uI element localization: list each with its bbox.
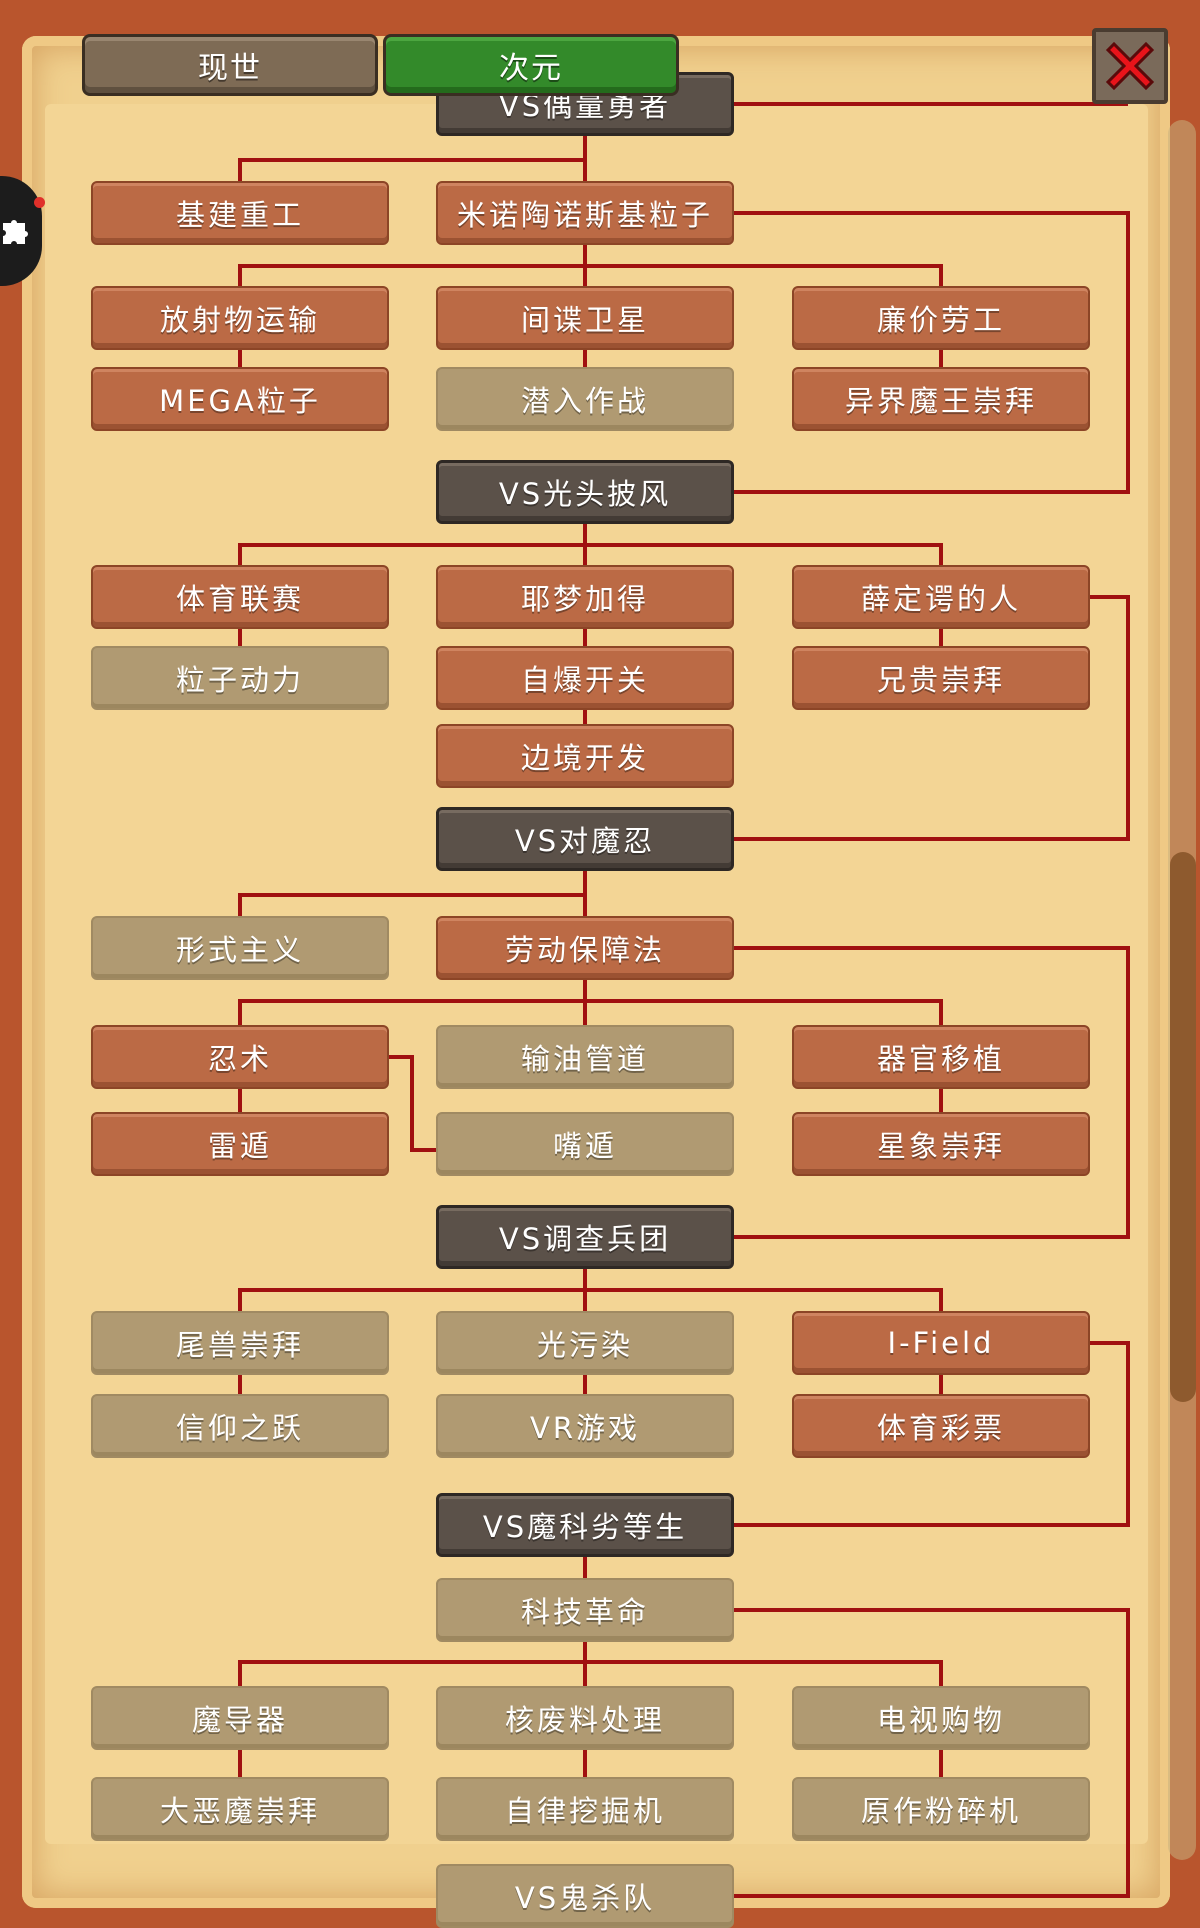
puzzle-icon bbox=[3, 220, 28, 244]
tech-node-n12[interactable]: 薛定谔的人 bbox=[792, 565, 1090, 629]
connector-line bbox=[734, 595, 1130, 841]
tech-node-n7[interactable]: 潜入作战 bbox=[436, 367, 734, 431]
tech-node-n21[interactable]: 输油管道 bbox=[436, 1025, 734, 1089]
connector-line bbox=[585, 999, 943, 1025]
connector-line bbox=[238, 871, 587, 916]
tech-node-n15[interactable]: 兄贵崇拜 bbox=[792, 646, 1090, 710]
tech-node-n22[interactable]: 器官移植 bbox=[792, 1025, 1090, 1089]
close-button[interactable] bbox=[1092, 28, 1168, 104]
tech-node-n19[interactable]: 劳动保障法 bbox=[436, 916, 734, 980]
tech-node-n23[interactable]: 雷遁 bbox=[91, 1112, 389, 1176]
connector-line bbox=[734, 211, 1130, 494]
tech-node-n34[interactable]: 科技革命 bbox=[436, 1578, 734, 1642]
scrollbar-thumb[interactable] bbox=[1170, 852, 1196, 1402]
connector-line bbox=[238, 980, 587, 1025]
boss-node-n9[interactable]: VS光头披风 bbox=[436, 460, 734, 524]
tech-node-n5[interactable]: 廉价劳工 bbox=[792, 286, 1090, 350]
connector-line bbox=[238, 136, 587, 181]
tech-node-n3[interactable]: 放射物运输 bbox=[91, 286, 389, 350]
connector-line bbox=[734, 1608, 1130, 1898]
tech-node-n38[interactable]: 大恶魔崇拜 bbox=[91, 1777, 389, 1841]
tech-node-n6[interactable]: MEGA粒子 bbox=[91, 367, 389, 431]
connector-line bbox=[238, 1642, 587, 1686]
tech-node-n16[interactable]: 边境开发 bbox=[436, 724, 734, 788]
tech-node-n14[interactable]: 自爆开关 bbox=[436, 646, 734, 710]
tech-node-n40[interactable]: 原作粉碎机 bbox=[792, 1777, 1090, 1841]
connector-line bbox=[734, 946, 1130, 1239]
tech-node-n10[interactable]: 体育联赛 bbox=[91, 565, 389, 629]
tech-node-n8[interactable]: 异界魔王崇拜 bbox=[792, 367, 1090, 431]
connector-line bbox=[238, 245, 587, 286]
connector-line bbox=[585, 1288, 943, 1311]
connector-line bbox=[734, 1341, 1130, 1527]
tab-ciyuan[interactable]: 次元 bbox=[383, 34, 679, 96]
tech-node-n31[interactable]: VR游戏 bbox=[436, 1394, 734, 1458]
tech-node-n20[interactable]: 忍术 bbox=[91, 1025, 389, 1089]
tech-node-n4[interactable]: 间谍卫星 bbox=[436, 286, 734, 350]
tech-node-n18[interactable]: 形式主义 bbox=[91, 916, 389, 980]
side-menu-button[interactable] bbox=[0, 176, 42, 286]
close-x-icon bbox=[1105, 41, 1155, 91]
connector-line bbox=[585, 264, 943, 286]
tech-node-n41[interactable]: VS鬼杀队 bbox=[436, 1864, 734, 1928]
tab-xianshi[interactable]: 现世 bbox=[82, 34, 378, 96]
connector-line bbox=[238, 524, 587, 565]
connector-line bbox=[585, 543, 943, 565]
tech-node-n28[interactable]: 光污染 bbox=[436, 1311, 734, 1375]
tech-node-n11[interactable]: 耶梦加得 bbox=[436, 565, 734, 629]
notification-dot bbox=[34, 197, 45, 208]
connector-line bbox=[238, 1269, 587, 1311]
tech-node-n37[interactable]: 电视购物 bbox=[792, 1686, 1090, 1750]
tech-node-n24[interactable]: 嘴遁 bbox=[436, 1112, 734, 1176]
tech-node-n25[interactable]: 星象崇拜 bbox=[792, 1112, 1090, 1176]
tech-node-n29[interactable]: I-Field bbox=[792, 1311, 1090, 1375]
tech-node-n27[interactable]: 尾兽崇拜 bbox=[91, 1311, 389, 1375]
boss-node-n26[interactable]: VS调查兵团 bbox=[436, 1205, 734, 1269]
tech-node-n32[interactable]: 体育彩票 bbox=[792, 1394, 1090, 1458]
tech-node-n36[interactable]: 核废料处理 bbox=[436, 1686, 734, 1750]
tech-node-n1[interactable]: 基建重工 bbox=[91, 181, 389, 245]
connector-line bbox=[585, 1660, 943, 1686]
tech-node-n13[interactable]: 粒子动力 bbox=[91, 646, 389, 710]
boss-node-n17[interactable]: VS对魔忍 bbox=[436, 807, 734, 871]
tech-node-n35[interactable]: 魔导器 bbox=[91, 1686, 389, 1750]
tech-node-n30[interactable]: 信仰之跃 bbox=[91, 1394, 389, 1458]
tech-node-n39[interactable]: 自律挖掘机 bbox=[436, 1777, 734, 1841]
connector-line bbox=[389, 1055, 436, 1152]
tech-node-n2[interactable]: 米诺陶诺斯基粒子 bbox=[436, 181, 734, 245]
boss-node-n33[interactable]: VS魔科劣等生 bbox=[436, 1493, 734, 1557]
